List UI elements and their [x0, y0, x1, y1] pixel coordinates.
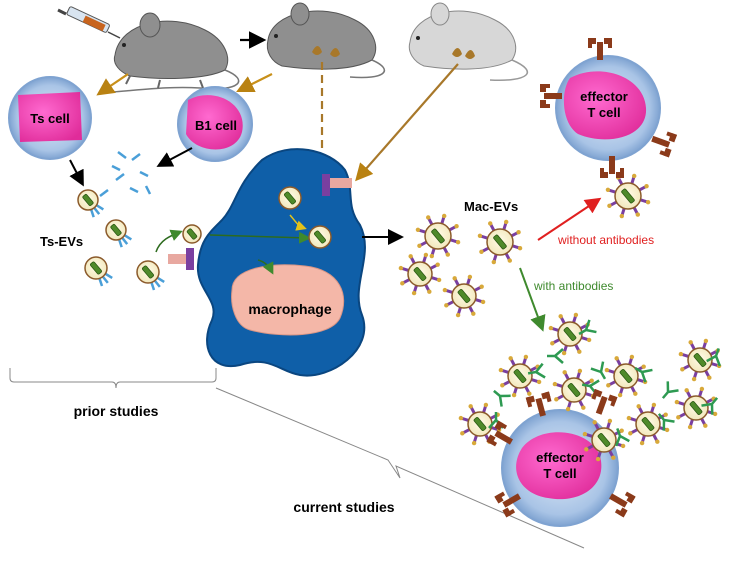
antibody-icon	[493, 389, 511, 407]
mouse-icon-recipient	[408, 2, 529, 81]
effector-t-cell-bottom-label-line2: T cell	[543, 466, 576, 481]
antibody-icon	[590, 361, 607, 380]
macrophage	[196, 148, 366, 377]
tcr-receptor	[651, 131, 678, 158]
antibody-coated-ev	[548, 312, 592, 356]
effector-t-cell-bottom	[501, 409, 619, 527]
antibody-icon	[657, 413, 675, 431]
tcr-receptor	[486, 420, 513, 447]
tcr-receptor	[588, 38, 612, 60]
antibody-icon	[547, 348, 564, 364]
arrow-mouse-to-b1	[236, 73, 273, 92]
effector-t-cell-top	[555, 55, 661, 161]
arrow-without-antibodies	[537, 197, 602, 241]
uptake-arrow	[155, 229, 183, 253]
effector-t-cell-top-label-line2: T cell	[587, 105, 620, 120]
macrophage-label: macrophage	[248, 301, 331, 317]
internal-vesicle	[308, 225, 332, 249]
effector-t-cell-top-label-line1: effector	[580, 89, 628, 104]
mac-ev	[415, 213, 461, 259]
mac-evs-label: Mac-EVs	[464, 199, 518, 214]
mouse-icon-donor	[266, 2, 386, 79]
antibody-icon	[701, 397, 719, 415]
tcr-receptor	[609, 491, 636, 518]
current-studies-label: current studies	[293, 499, 394, 515]
surface-complex	[168, 254, 192, 264]
antibody-fragments	[99, 151, 152, 197]
syringe-icon	[57, 6, 121, 39]
antibody-coated-ev	[678, 338, 722, 382]
mac-ev	[477, 219, 523, 265]
effector-t-cell-bottom-label-line1: effector	[536, 450, 584, 465]
arrow-recipient-to-macrophage	[355, 63, 459, 182]
b1-cell	[177, 86, 253, 162]
tcr-receptor	[600, 156, 624, 178]
mac-ev	[605, 173, 651, 219]
tcr-receptor	[494, 491, 521, 518]
antibody-icon	[614, 428, 630, 447]
arrow-b1-to-antibodies	[156, 147, 193, 167]
antibody-icon	[527, 362, 546, 379]
antibody-coated-ev	[552, 368, 596, 412]
tcr-receptor	[540, 84, 562, 108]
without-antibodies-label: without antibodies	[557, 233, 654, 247]
ts-ev	[77, 189, 104, 218]
mac-ev	[442, 274, 486, 318]
ts-ev	[105, 219, 132, 248]
prior-studies-label: prior studies	[74, 403, 159, 419]
internal-green-arrow	[257, 259, 274, 275]
with-antibodies-label: with antibodies	[533, 279, 613, 293]
lymph-node-icon	[452, 48, 475, 59]
mouse-icon-injected	[111, 12, 240, 93]
antibody-icon	[706, 348, 722, 367]
antibody-icon	[578, 319, 597, 336]
b1-cell-label: B1 cell	[195, 118, 237, 133]
vesicle-layer	[77, 38, 722, 518]
lymph-node-icon	[312, 46, 340, 57]
antibody-coated-ev	[498, 354, 542, 398]
internal-vesicle	[278, 186, 302, 210]
antibody-coated-ev	[582, 418, 626, 462]
tcr-receptor	[525, 391, 552, 417]
ts-evs-label: Ts-EVs	[40, 234, 83, 249]
internal-yellow-arrow	[289, 214, 307, 231]
ts-ev	[182, 224, 202, 244]
antibody-coated-ev	[604, 354, 648, 398]
antibody-coated-ev	[458, 402, 502, 446]
antibody-icon	[661, 381, 679, 399]
internal-line	[209, 231, 311, 244]
ts-cell	[8, 76, 92, 160]
arrow-ts-down	[69, 159, 84, 187]
ts-cell-label: Ts cell	[30, 111, 70, 126]
antibody-coated-ev	[626, 402, 670, 446]
surface-complex	[330, 178, 352, 188]
ts-ev	[136, 260, 165, 291]
mac-ev	[398, 252, 442, 296]
ts-ev	[84, 256, 113, 287]
surface-complex	[186, 248, 194, 270]
prior-studies-bracket	[9, 368, 217, 389]
antibody-icon	[634, 366, 653, 383]
antibody-coated-ev	[674, 386, 718, 430]
surface-complex	[322, 174, 330, 196]
current-studies-bracket	[215, 387, 585, 549]
tcr-receptor	[591, 388, 618, 415]
arrow-with-antibodies	[519, 267, 546, 332]
arrow-mouse-to-ts	[96, 73, 129, 96]
